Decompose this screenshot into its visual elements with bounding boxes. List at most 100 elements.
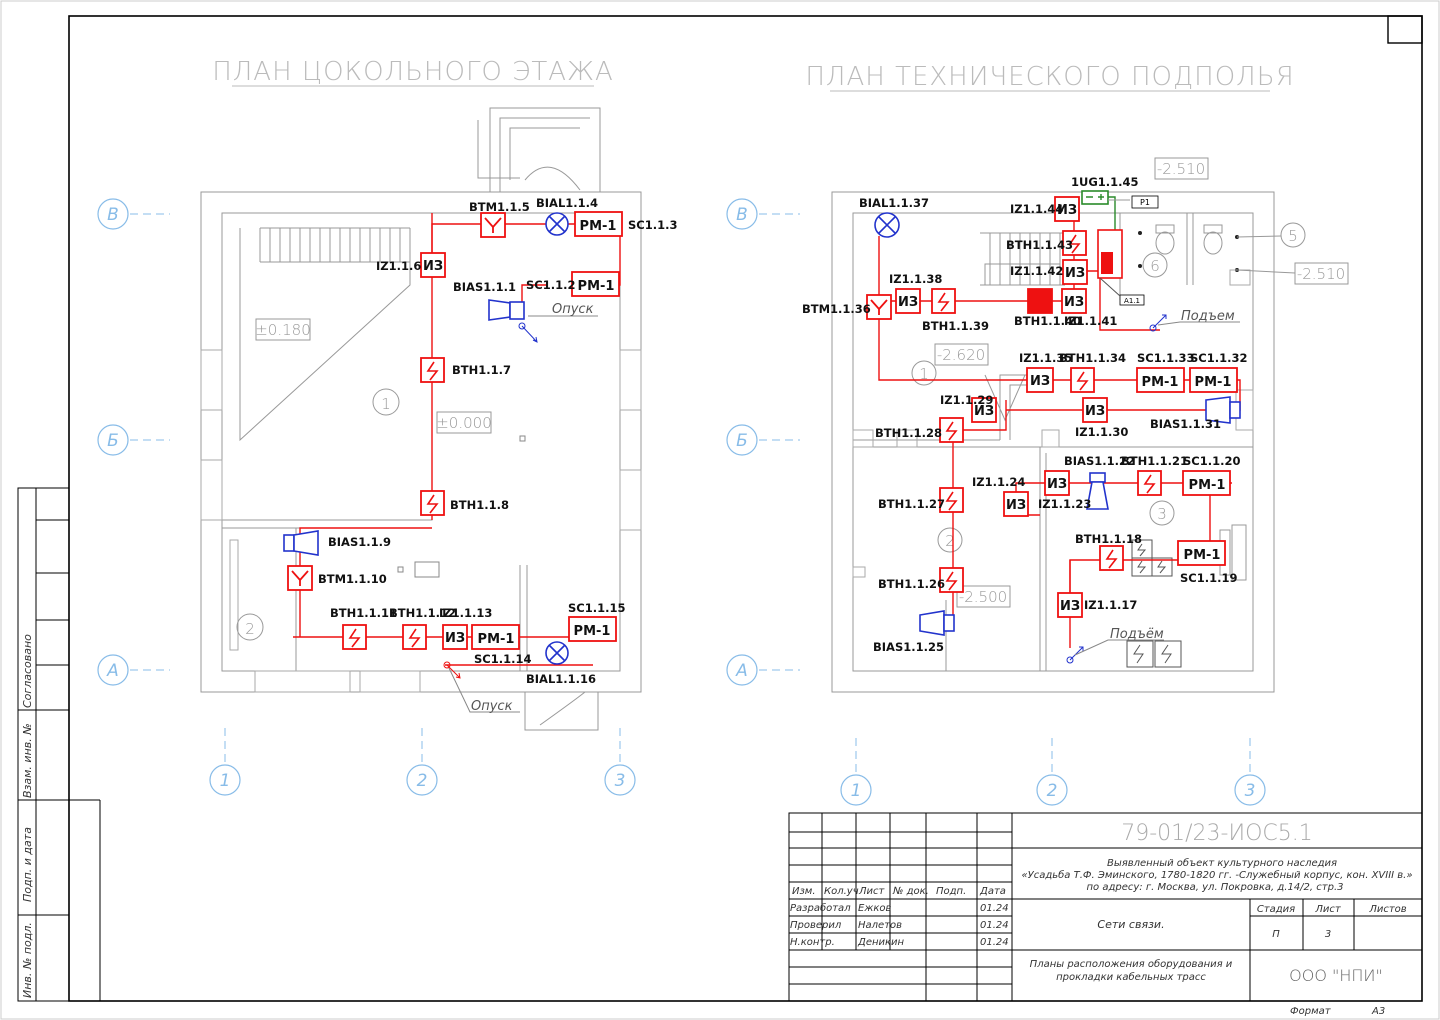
left-room-markers: 1 2 [236, 388, 400, 641]
svg-text:ПЛАН ЦОКОЛЬНОГО ЭТАЖА: ПЛАН ЦОКОЛЬНОГО ЭТАЖА [212, 57, 614, 87]
svg-text:Изм.: Изм. [792, 886, 816, 897]
svg-text:РМ-1: РМ-1 [574, 624, 611, 639]
svg-text:BTH1.1.12: BTH1.1.12 [389, 606, 456, 620]
corner-box [1387, 15, 1423, 44]
right-plan-walls [831, 191, 1275, 693]
right-riser-notes: Подъем Подъём [1066, 309, 1240, 664]
svg-text:SC1.1.3: SC1.1.3 [628, 218, 677, 232]
svg-text:ИЗ: ИЗ [898, 295, 918, 310]
svg-text:P1: P1 [1140, 198, 1150, 207]
svg-text:IZ1.1.24: IZ1.1.24 [972, 475, 1025, 489]
svg-text:IZ1.1.35: IZ1.1.35 [1019, 351, 1072, 365]
svg-text:2: 2 [417, 771, 428, 791]
svg-text:Налетов: Налетов [858, 920, 902, 931]
svg-text:ИЗ: ИЗ [1060, 599, 1080, 614]
svg-text:SC1.1.33: SC1.1.33 [1137, 351, 1194, 365]
title-block: 79-01/23-ИОС5.1 Выявленный объект культу… [788, 812, 1423, 1017]
svg-text:BTH1.1.7: BTH1.1.7 [452, 363, 511, 377]
svg-text:BTH1.1.34: BTH1.1.34 [1059, 351, 1126, 365]
axis-col-2-left: 2 [406, 728, 438, 796]
svg-text:Согласовано: Согласовано [21, 634, 34, 708]
svg-text:BTH1.1.21: BTH1.1.21 [1121, 454, 1188, 468]
svg-text:IZ1.1.6: IZ1.1.6 [376, 259, 421, 273]
svg-text:BTM1.1.5: BTM1.1.5 [469, 200, 530, 214]
bth-1-1-27 [939, 487, 964, 513]
svg-text:IZ1.1.44: IZ1.1.44 [1010, 202, 1063, 216]
svg-text:Б: Б [736, 431, 748, 451]
svg-text:РМ-1: РМ-1 [578, 279, 615, 294]
svg-text:РМ-1: РМ-1 [1189, 478, 1226, 493]
pm-sc-1-1-32: РМ-1 [1189, 367, 1238, 393]
bth-1-1-11 [342, 624, 367, 650]
pm-sc-1-1-14: РМ-1 [471, 624, 520, 650]
svg-text:Проверил: Проверил [790, 920, 842, 931]
pm-sc-1-1-3: РМ-1 [574, 211, 623, 237]
left-level-marks: ±0.180 ±0.000 [255, 318, 492, 434]
svg-text:01.24: 01.24 [980, 903, 1009, 914]
svg-text:ПЛАН ТЕХНИЧЕСКОГО ПОДПОЛЬЯ: ПЛАН ТЕХНИЧЕСКОГО ПОДПОЛЬЯ [805, 62, 1294, 92]
svg-text:Взам. инв. №: Взам. инв. № [21, 723, 34, 798]
svg-text:SC1.1.14: SC1.1.14 [474, 652, 531, 666]
svg-text:IZ1.1.41: IZ1.1.41 [1064, 314, 1117, 328]
svg-text:IZ1.1.30: IZ1.1.30 [1075, 425, 1128, 439]
svg-text:РМ-1: РМ-1 [1195, 375, 1232, 390]
bias-1-1-31 [1205, 396, 1241, 424]
bth-1-1-12 [402, 624, 427, 650]
iz-1-1-42: ИЗ [1062, 259, 1088, 285]
btm-1-1-5 [480, 212, 506, 238]
axis-col-3-right: 3 [1234, 738, 1266, 806]
svg-text:SC1.1.2: SC1.1.2 [526, 278, 575, 292]
svg-text:BTH1.1.11: BTH1.1.11 [330, 606, 397, 620]
svg-text:Опуск: Опуск [471, 699, 513, 714]
svg-text:ИЗ: ИЗ [1047, 477, 1067, 492]
svg-text:-2.510: -2.510 [1297, 265, 1345, 283]
svg-text:BTH1.1.43: BTH1.1.43 [1006, 238, 1073, 252]
bth-1-1-28 [939, 417, 964, 443]
svg-text:A1.1: A1.1 [1124, 297, 1140, 305]
left-plan-title: ПЛАН ЦОКОЛЬНОГО ЭТАЖА [212, 57, 614, 87]
pm-sc-1-1-2: РМ-1 [571, 271, 620, 297]
svg-text:IZ1.1.13: IZ1.1.13 [439, 606, 492, 620]
iz-1-1-24: ИЗ [1003, 491, 1029, 517]
svg-text:3: 3 [1325, 929, 1331, 940]
svg-text:ИЗ: ИЗ [974, 404, 994, 419]
svg-text:Лист: Лист [858, 886, 886, 897]
svg-text:Дата: Дата [979, 886, 1006, 897]
bth-1-1-26 [939, 567, 964, 593]
svg-text:РМ-1: РМ-1 [478, 632, 515, 647]
bth-1-1-8 [420, 490, 445, 516]
svg-text:BTH1.1.8: BTH1.1.8 [450, 498, 509, 512]
svg-text:1UG1.1.45: 1UG1.1.45 [1071, 175, 1139, 189]
svg-text:Опуск: Опуск [552, 302, 594, 317]
svg-text:BTH1.1.39: BTH1.1.39 [922, 319, 989, 333]
svg-text:Подп.: Подп. [936, 886, 966, 897]
svg-text:П: П [1272, 929, 1280, 940]
svg-text:BIAS1.1.9: BIAS1.1.9 [328, 535, 391, 549]
bth-1-1-40 [1027, 288, 1053, 314]
svg-text:РМ-1: РМ-1 [580, 219, 617, 234]
svg-text:ИЗ: ИЗ [423, 259, 443, 274]
svg-text:-2.510: -2.510 [1157, 160, 1205, 178]
axis-markers: В Б А В Б А 1 2 3 1 2 3 [97, 198, 1266, 806]
svg-text:Лист: Лист [1314, 904, 1342, 915]
axis-col-3-left: 3 [604, 728, 636, 796]
svg-text:BIAS1.1.1: BIAS1.1.1 [453, 280, 516, 294]
iz-1-1-23: ИЗ [1044, 470, 1070, 496]
svg-text:ИЗ: ИЗ [1006, 498, 1026, 513]
side-stamp: Согласовано Взам. инв. № Подп. и дата Ин… [17, 487, 101, 1002]
svg-text:по адресу: г. Москва, ул. Покр: по адресу: г. Москва, ул. Покровка, д.14… [1087, 882, 1344, 893]
ug-1-1-45: P1 A1.1 [1081, 190, 1159, 306]
svg-text:BIAL1.1.37: BIAL1.1.37 [859, 196, 929, 210]
svg-text:ИЗ: ИЗ [1057, 203, 1077, 218]
svg-text:№ док.: № док. [892, 886, 929, 897]
svg-text:BTH1.1.27: BTH1.1.27 [878, 497, 945, 511]
svg-text:Деникин: Деникин [857, 937, 905, 948]
btm-1-1-36 [866, 294, 892, 320]
svg-text:IZ1.1.17: IZ1.1.17 [1084, 598, 1137, 612]
svg-text:IZ1.1.42: IZ1.1.42 [1010, 264, 1063, 278]
svg-text:SC1.1.32: SC1.1.32 [1190, 351, 1247, 365]
svg-text:ИЗ: ИЗ [1065, 266, 1085, 281]
svg-text:BTH1.1.18: BTH1.1.18 [1075, 532, 1142, 546]
bias-1-1-9 [283, 530, 319, 556]
